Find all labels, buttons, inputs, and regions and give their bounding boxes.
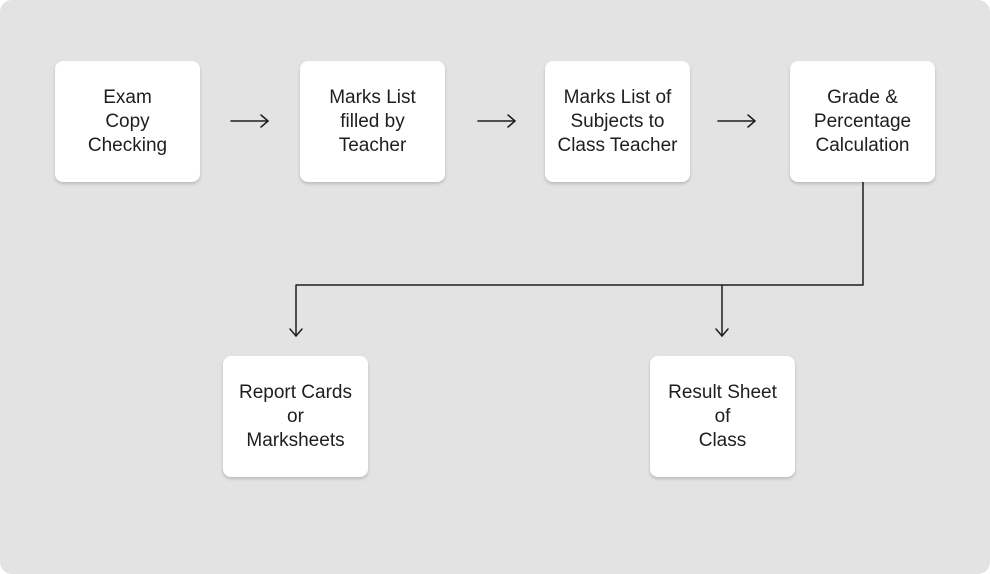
- arrow-grade-to-outputs: [289, 181, 864, 337]
- node-label: Marks List filled by Teacher: [329, 86, 416, 156]
- node-report-cards-or-marksheets: Report Cards or Marksheets: [223, 356, 368, 477]
- node-label: Report Cards or Marksheets: [239, 381, 352, 451]
- arrow-exam-to-marks-list: [230, 114, 269, 128]
- node-marks-list-filled-by-teacher: Marks List filled by Teacher: [300, 61, 445, 182]
- node-label: Exam Copy Checking: [87, 86, 168, 156]
- node-exam-copy-checking: Exam Copy Checking: [55, 61, 200, 182]
- node-marks-list-of-subjects: Marks List of Subjects to Class Teacher: [545, 61, 690, 182]
- node-result-sheet-of-class: Result Sheet of Class: [650, 356, 795, 477]
- arrow-subjects-to-grade: [717, 114, 756, 128]
- arrow-marks-list-to-subjects: [477, 114, 516, 128]
- node-grade-percentage-calculation: Grade & Percentage Calculation: [790, 61, 935, 182]
- node-label: Marks List of Subjects to Class Teacher: [557, 86, 678, 156]
- node-label: Result Sheet of Class: [668, 381, 777, 451]
- node-label: Grade & Percentage Calculation: [813, 86, 912, 156]
